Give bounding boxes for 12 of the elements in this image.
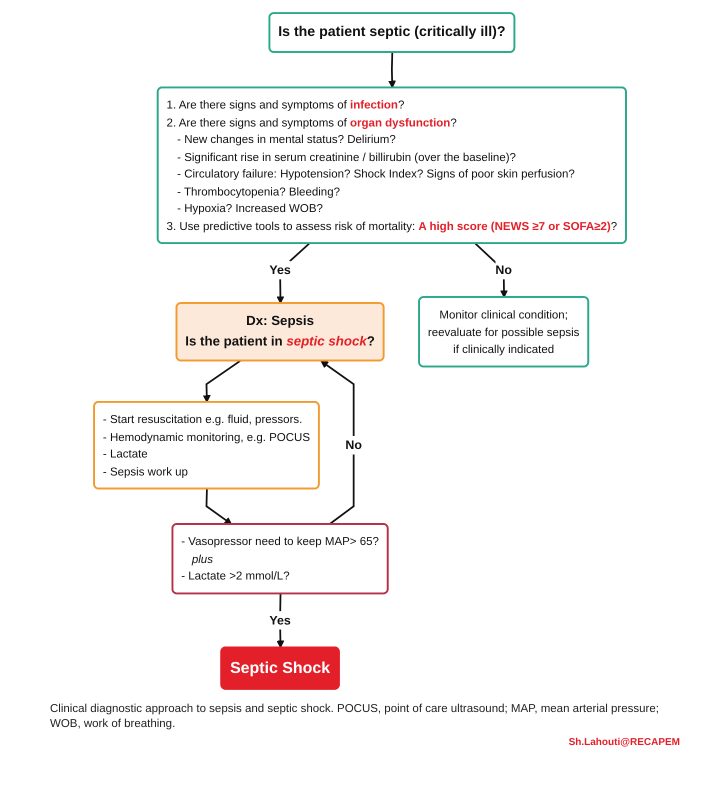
- arrow: [202, 360, 241, 403]
- arrow: [276, 242, 310, 304]
- caption: Clinical diagnostic approach to sepsis and septic shock. POCUS, point of care ultrasound; MAP, mean arterial pressure; WOB, work of breathing.: [50, 702, 660, 732]
- edge-label: No: [345, 438, 362, 452]
- edge-label: Yes: [269, 612, 291, 627]
- author-credit: Sh.Lahouti@RECAPEM: [568, 736, 680, 748]
- edge-label: Yes: [269, 262, 291, 277]
- arrow: [474, 242, 508, 298]
- arrow: [320, 360, 354, 526]
- arrow: [388, 52, 396, 88]
- arrow: [206, 488, 232, 525]
- edge-label: No: [495, 262, 512, 277]
